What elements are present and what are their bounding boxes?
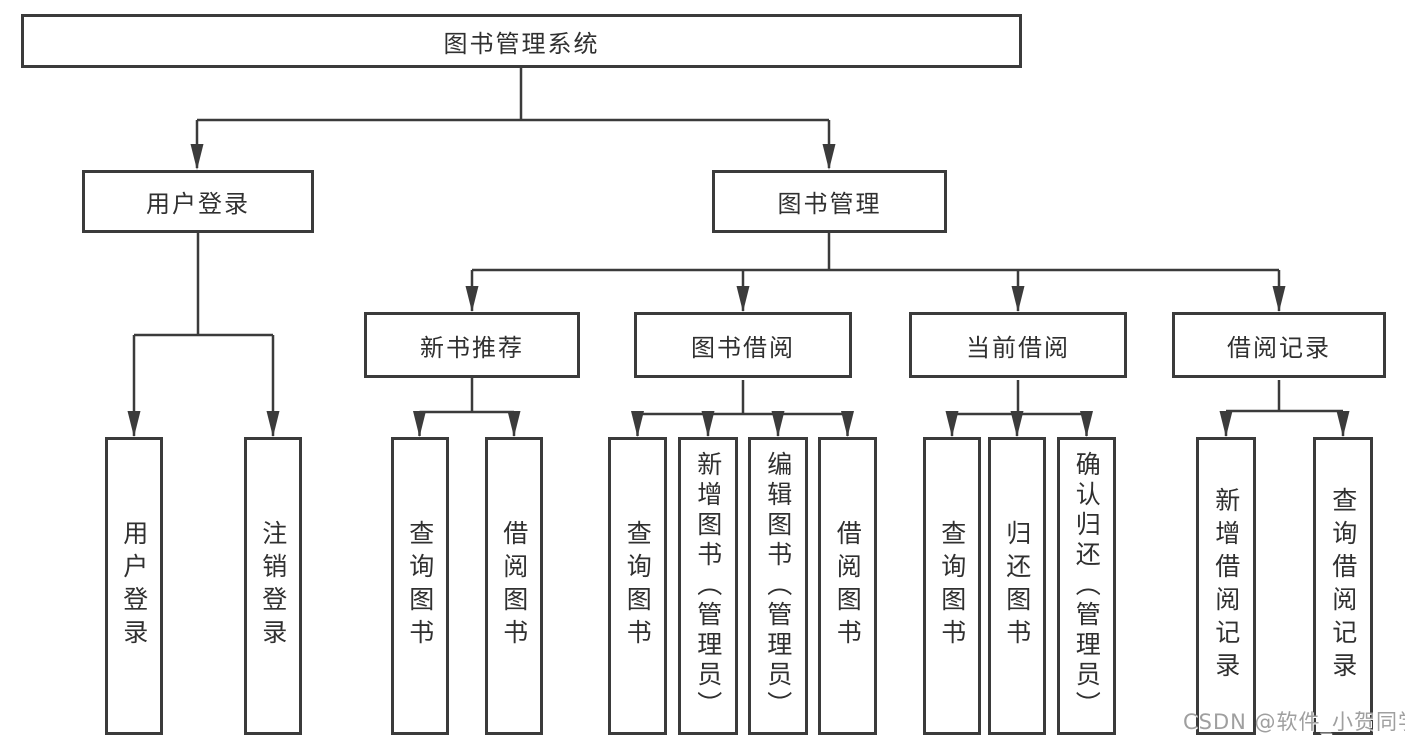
node-add-borrow-record: 新增借阅记录 xyxy=(1196,437,1256,735)
node-current-borrowing: 当前借阅 xyxy=(909,312,1127,378)
node-query-borrow-record: 查询借阅记录 xyxy=(1313,437,1373,735)
node-query-books-3: 查询图书 xyxy=(923,437,981,735)
node-label: 确认归还（管理员） xyxy=(1072,451,1102,721)
node-edit-books-admin: 编辑图书（管理员） xyxy=(748,437,808,735)
node-label: 用户登录 xyxy=(119,520,149,652)
node-label: 图书管理 xyxy=(777,190,882,218)
node-add-books-admin: 新增图书（管理员） xyxy=(678,437,738,735)
node-user-login-leaf: 用户登录 xyxy=(105,437,163,735)
node-confirm-return-admin: 确认归还（管理员） xyxy=(1057,437,1116,735)
node-label: 图书借阅 xyxy=(691,333,795,362)
arrow-down-icons xyxy=(127,144,1350,437)
node-label: 借阅记录 xyxy=(1227,333,1331,362)
node-label: 查询借阅记录 xyxy=(1328,487,1358,685)
node-query-books-1: 查询图书 xyxy=(391,437,449,735)
node-book-management: 图书管理 xyxy=(712,170,947,233)
node-label: 归还图书 xyxy=(1002,520,1032,652)
node-return-books: 归还图书 xyxy=(988,437,1046,735)
node-label: 新书推荐 xyxy=(420,333,524,362)
node-label: 新增图书（管理员） xyxy=(693,451,723,721)
node-user-login: 用户登录 xyxy=(82,170,314,233)
node-logout: 注销登录 xyxy=(244,437,302,735)
node-borrow-books-2: 借阅图书 xyxy=(818,437,877,735)
node-borrow-books-1: 借阅图书 xyxy=(485,437,543,735)
node-label: 当前借阅 xyxy=(966,333,1070,362)
node-book-management-system: 图书管理系统 xyxy=(21,14,1022,68)
node-label: 新增借阅记录 xyxy=(1211,487,1241,685)
node-book-borrowing: 图书借阅 xyxy=(634,312,852,378)
node-label: 查询图书 xyxy=(937,520,967,652)
node-label: 借阅图书 xyxy=(833,520,863,652)
node-label: 用户登录 xyxy=(146,190,250,218)
node-label: 图书管理系统 xyxy=(443,29,600,58)
node-new-book-recommend: 新书推荐 xyxy=(364,312,580,378)
node-query-books-2: 查询图书 xyxy=(608,437,667,735)
csdn-watermark: CSDN @软件_小贺同学 xyxy=(1183,710,1405,734)
node-label: 借阅图书 xyxy=(499,520,529,652)
node-label: 注销登录 xyxy=(258,520,288,652)
node-label: 查询图书 xyxy=(405,520,435,652)
node-label: 编辑图书（管理员） xyxy=(763,451,793,721)
node-borrow-records: 借阅记录 xyxy=(1172,312,1386,378)
tree-edges xyxy=(132,68,1345,436)
node-label: 查询图书 xyxy=(623,520,653,652)
